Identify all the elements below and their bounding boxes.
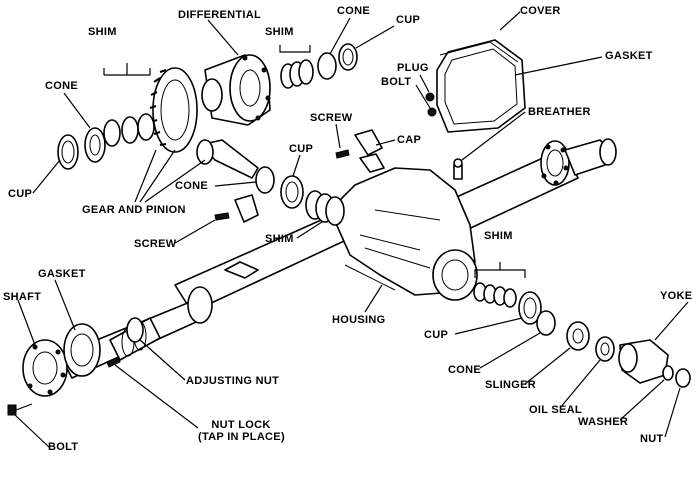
axle-housing [174,138,617,313]
slinger-part [566,321,590,351]
cup-left-part [57,134,79,170]
axle-shaft [22,286,213,397]
shim-stack-top-middle [280,59,314,89]
label-shaft: SHAFT [3,291,42,303]
label-differential: DIFFERENTIAL [178,9,262,21]
shim-stack-right [473,282,517,308]
label-slinger: SLINGER [485,379,536,391]
label-cap: CAP [397,134,422,146]
label-breather: BREATHER [528,106,591,118]
cap-left-part [234,194,259,223]
label-yoke: YOKE [660,290,693,302]
cover-part [436,39,526,133]
differential-part [201,54,271,126]
cup-top-part [338,43,358,71]
label-nut-lock: NUT LOCK (TAP IN PLACE) [198,419,285,443]
label-bolt-top: BOLT [381,76,412,88]
yoke-part [618,339,669,384]
label-adjusting-nut: ADJUSTING NUT [186,375,280,387]
label-cup-left: CUP [8,188,33,200]
label-cup-right: CUP [424,329,449,341]
adjusting-nut-part [126,317,144,343]
label-washer: WASHER [578,416,629,428]
label-cone-left: CONE [45,80,78,92]
label-bolt-bottom: BOLT [48,441,79,453]
label-cup-mid: CUP [289,143,314,155]
bolt-bottom-part [7,403,33,416]
label-cover: COVER [520,5,561,17]
oil-seal-part [595,336,615,362]
label-shim-top-left: SHIM [88,26,117,38]
screw-left-part [214,212,230,221]
label-gasket-left: GASKET [38,268,86,280]
breather-part [453,158,463,180]
screw-top-part [335,149,350,159]
cone-right-part [536,310,556,336]
label-shim-right: SHIM [484,230,513,242]
label-nut: NUT [640,433,664,445]
nut-part [675,368,691,388]
cone-left-part [84,127,106,163]
shim-stack-left [103,113,155,147]
nut-lock-part [106,356,121,368]
gasket-left-part [63,323,101,377]
leader-lines [14,11,689,449]
plug-part [425,92,435,102]
label-cone-mid: CONE [175,180,208,192]
label-screw-left: SCREW [134,238,177,250]
label-cone-top: CONE [337,5,370,17]
shim-center-part [305,190,345,226]
bolt-top-part [427,107,437,117]
washer-part [662,365,674,381]
cone-middle-part [255,166,275,194]
label-nut-lock-line2: (TAP IN PLACE) [198,431,285,443]
label-gasket-top: GASKET [605,50,653,62]
pinion-gear-part [196,139,259,179]
gasket-top-part [439,41,519,63]
label-housing: HOUSING [332,314,386,326]
cone-top-part [317,52,337,80]
label-gear-and-pinion: GEAR AND PINION [82,204,186,216]
label-nut-lock-line1: NUT LOCK [211,419,271,431]
label-cone-right: CONE [448,364,481,376]
label-screw-top: SCREW [310,112,353,124]
cup-right-part [518,291,542,325]
label-shim-top-mid: SHIM [265,26,294,38]
label-oil-seal: OIL SEAL [529,404,582,416]
label-shim-center: SHIM [265,233,294,245]
cup-middle-part [280,175,304,209]
ring-gear-part [149,67,198,153]
label-cup-top: CUP [396,14,421,26]
label-plug: PLUG [397,62,429,74]
cap-part [354,129,385,173]
